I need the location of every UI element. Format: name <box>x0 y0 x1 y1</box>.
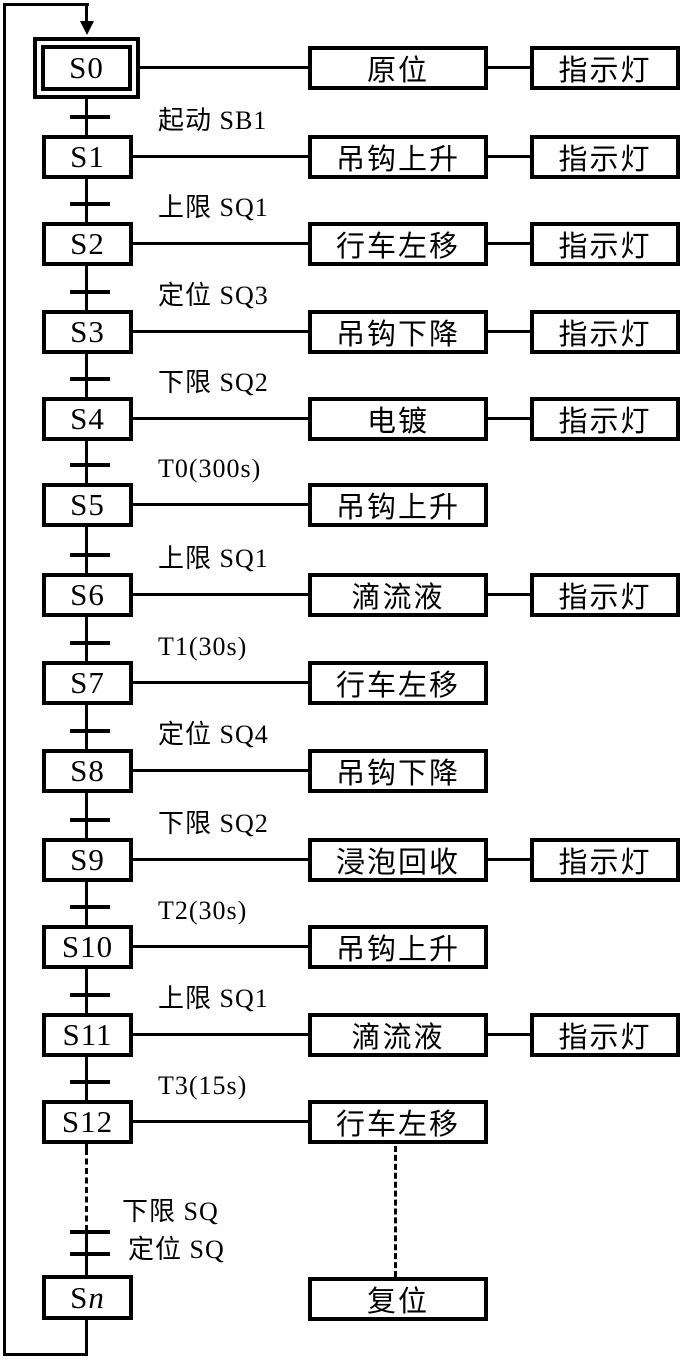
transition-bar-s7 <box>70 641 110 645</box>
transition-label-s2: 上限 SQ1 <box>158 193 269 222</box>
transition-label-s8: 定位 SQ4 <box>158 720 269 749</box>
transition-label-tail-1: 下限 SQ <box>122 1197 219 1226</box>
action-box-s5: 吊钩上升 <box>308 483 488 527</box>
chain-dashed-line <box>85 1149 88 1231</box>
step-action-line-s6 <box>131 593 308 596</box>
transition-bar-s8 <box>70 729 110 733</box>
transition-bar-tail-1 <box>70 1230 110 1234</box>
action-box-s0: 原位 <box>308 46 488 90</box>
step-action-line-s5 <box>131 503 308 506</box>
step-action-line-s10 <box>131 945 308 948</box>
action-indicator-line-s1 <box>486 155 532 158</box>
reset-dashed-line <box>394 1146 397 1277</box>
transition-label-s4: 下限 SQ2 <box>158 368 269 397</box>
step-box-s1: S1 <box>42 135 133 179</box>
transition-bar-s2 <box>70 202 110 206</box>
loop-bottom-line <box>3 1353 88 1356</box>
indicator-box-s2: 指示灯 <box>530 222 680 266</box>
action-box-s12: 行车左移 <box>308 1100 488 1144</box>
transition-label-s3: 定位 SQ3 <box>158 281 269 310</box>
step-action-line-s8 <box>131 769 308 772</box>
transition-label-tail-2: 定位 SQ <box>128 1235 225 1264</box>
step-chain-line <box>85 95 88 1149</box>
step-box-s5: S5 <box>42 483 133 527</box>
action-indicator-line-s2 <box>486 242 532 245</box>
action-indicator-line-s3 <box>486 330 532 333</box>
action-box-s11: 滴流液 <box>308 1013 488 1057</box>
transition-label-s11: 上限 SQ1 <box>158 984 269 1013</box>
step-action-line-s9 <box>131 858 308 861</box>
transition-label-s7: T1(30s) <box>158 632 248 661</box>
loop-top-line <box>3 3 89 6</box>
indicator-box-s1: 指示灯 <box>530 135 680 179</box>
transition-bar-s12 <box>70 1080 110 1084</box>
transition-bar-s10 <box>70 905 110 909</box>
step-action-line-s0 <box>136 66 308 69</box>
step-sn-suffix: n <box>88 1279 105 1315</box>
transition-bar-s9 <box>70 818 110 822</box>
action-indicator-line-s4 <box>486 417 532 420</box>
transition-bar-s5 <box>70 463 110 467</box>
action-box-s7: 行车左移 <box>308 661 488 705</box>
step-box-s10: S10 <box>42 925 133 969</box>
transition-label-s9: 下限 SQ2 <box>158 809 269 838</box>
indicator-box-s0: 指示灯 <box>530 46 680 90</box>
indicator-box-s4: 指示灯 <box>530 397 680 441</box>
action-indicator-line-s11 <box>486 1033 532 1036</box>
step-action-line-s7 <box>131 681 308 684</box>
step-box-s11: S11 <box>42 1013 133 1057</box>
step-box-s8: S8 <box>42 749 133 793</box>
action-box-s9: 浸泡回收 <box>308 838 488 882</box>
action-box-s1: 吊钩上升 <box>308 135 488 179</box>
action-box-s2: 行车左移 <box>308 222 488 266</box>
step-action-line-s1 <box>131 155 308 158</box>
step-action-line-s3 <box>131 330 308 333</box>
step-action-line-s4 <box>131 417 308 420</box>
step-box-s9: S9 <box>42 838 133 882</box>
indicator-box-s3: 指示灯 <box>530 310 680 354</box>
step-action-line-s2 <box>131 242 308 245</box>
step-action-line-s11 <box>131 1033 308 1036</box>
step-box-s0: S0 <box>33 37 140 99</box>
transition-bar-s6 <box>70 553 110 557</box>
transition-bar-s11 <box>70 993 110 997</box>
transition-bar-s4 <box>70 377 110 381</box>
transition-bar-s3 <box>70 290 110 294</box>
step-box-s4: S4 <box>42 397 133 441</box>
step-box-s2: S2 <box>42 222 133 266</box>
action-box-reset: 复位 <box>308 1277 488 1321</box>
step-box-s0-inner: S0 <box>41 45 132 91</box>
action-box-s4: 电镀 <box>308 397 488 441</box>
step-action-line-s12 <box>131 1120 308 1123</box>
entry-line <box>85 3 88 25</box>
transition-label-s12: T3(15s) <box>158 1071 248 1100</box>
action-indicator-line-s0 <box>486 66 532 69</box>
step-sn-prefix: S <box>70 1279 89 1315</box>
transition-bar-tail-2 <box>70 1252 110 1256</box>
transition-label-s5: T0(300s) <box>158 454 262 483</box>
entry-arrow-icon <box>80 21 94 35</box>
step-box-s12: S12 <box>42 1100 133 1144</box>
step-box-s7: S7 <box>42 661 133 705</box>
indicator-box-s11: 指示灯 <box>530 1013 680 1057</box>
step-box-s6: S6 <box>42 573 133 617</box>
action-indicator-line-s9 <box>486 858 532 861</box>
indicator-box-s6: 指示灯 <box>530 573 680 617</box>
step-box-s3: S3 <box>42 310 133 354</box>
action-indicator-line-s6 <box>486 593 532 596</box>
transition-label-s6: 上限 SQ1 <box>158 544 269 573</box>
action-box-s10: 吊钩上升 <box>308 925 488 969</box>
action-box-s6: 滴流液 <box>308 573 488 617</box>
transition-label-s10: T2(30s) <box>158 896 248 925</box>
loop-left-line <box>3 3 6 1356</box>
action-box-s3: 吊钩下降 <box>308 310 488 354</box>
sn-bottom-line <box>85 1318 88 1356</box>
action-box-s8: 吊钩下降 <box>308 749 488 793</box>
indicator-box-s9: 指示灯 <box>530 838 680 882</box>
transition-bar-s1 <box>70 115 110 119</box>
transition-label-s1: 起动 SB1 <box>158 106 268 135</box>
